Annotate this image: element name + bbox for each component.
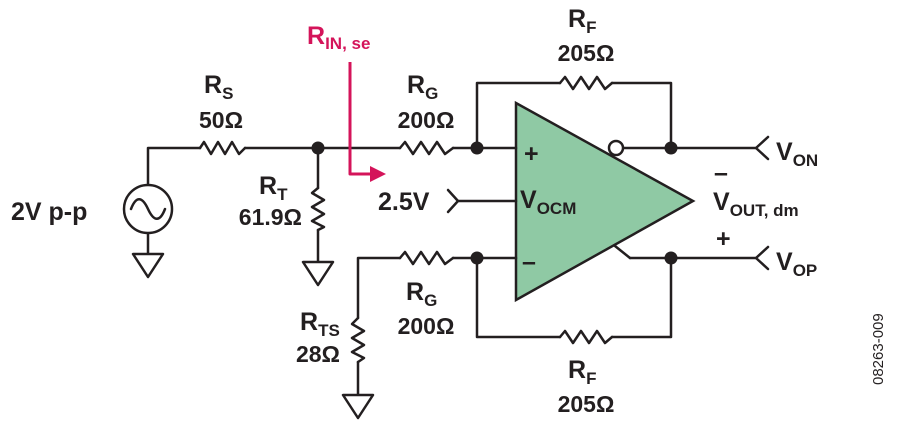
vout-plus-label: + (716, 225, 731, 253)
vocm-input-label: 2.5V (378, 188, 430, 216)
rin-se-label: RIN, se (307, 22, 370, 53)
ground-rt-icon (301, 260, 335, 287)
rf-top-name-label: RF (568, 5, 596, 37)
resistor-rf-top (558, 75, 614, 91)
junction-vop (664, 251, 678, 265)
resistor-rt (310, 186, 326, 232)
rf-bottom-value-label: 205Ω (558, 391, 615, 417)
vop-label: VOP (776, 248, 817, 280)
wire-feedback-top (475, 81, 562, 150)
terminal-vocm-icon (446, 188, 460, 214)
resistor-rts (350, 316, 366, 364)
sine-wave-source-icon (122, 183, 174, 235)
opamp-inverting-bubble (607, 139, 625, 157)
von-label: VON (776, 138, 818, 170)
junction-von (664, 141, 678, 155)
opamp-vocm-label: VOCM (520, 186, 576, 218)
rf-bottom-name-label: RF (568, 356, 596, 388)
opamp-plus-label: + (524, 140, 539, 168)
resistor-rf-bottom (558, 329, 614, 345)
wire-feedback-bottom (475, 256, 562, 339)
vout-minus-label: – (714, 159, 728, 187)
rs-name-label: RS (204, 71, 233, 103)
terminal-von-icon (754, 135, 770, 161)
rts-name-label: RTS (300, 308, 340, 340)
junction-plus-input (470, 141, 484, 155)
wire-feedback-bottom-right (610, 256, 673, 339)
ground-source-icon (131, 252, 165, 279)
wire-rts-to-rg (356, 256, 402, 320)
wires (146, 81, 758, 397)
rg-top-value-label: 200Ω (398, 107, 455, 133)
wire-source-to-rs (146, 146, 202, 187)
figure-id-label: 08263-009 (870, 313, 887, 385)
junction-minus-input (470, 251, 484, 265)
rts-value-label: 28Ω (296, 341, 340, 367)
rt-name-label: RT (259, 172, 288, 204)
junction-rt (311, 141, 325, 155)
wire-vop-stub (613, 244, 632, 260)
rin-arrow-icon (348, 62, 386, 182)
rs-value-label: 50Ω (199, 107, 243, 133)
ground-rts-icon (341, 393, 375, 420)
terminal-vop-icon (754, 245, 770, 271)
source-label: 2V p-p (11, 198, 87, 226)
resistor-rg-bottom (398, 250, 455, 266)
resistor-rg-top (398, 140, 455, 156)
junction-dots (311, 141, 678, 265)
rt-value-label: 61.9Ω (239, 204, 302, 230)
wire-feedback-top-right (610, 81, 673, 150)
vout-dm-label: VOUT, dm (713, 188, 799, 220)
rg-bottom-value-label: 200Ω (398, 313, 455, 339)
resistor-rs (198, 140, 247, 156)
opamp-minus-label: – (522, 248, 536, 276)
rf-top-value-label: 205Ω (558, 40, 615, 66)
rg-top-name-label: RG (407, 71, 438, 103)
rg-bottom-name-label: RG (406, 278, 437, 310)
